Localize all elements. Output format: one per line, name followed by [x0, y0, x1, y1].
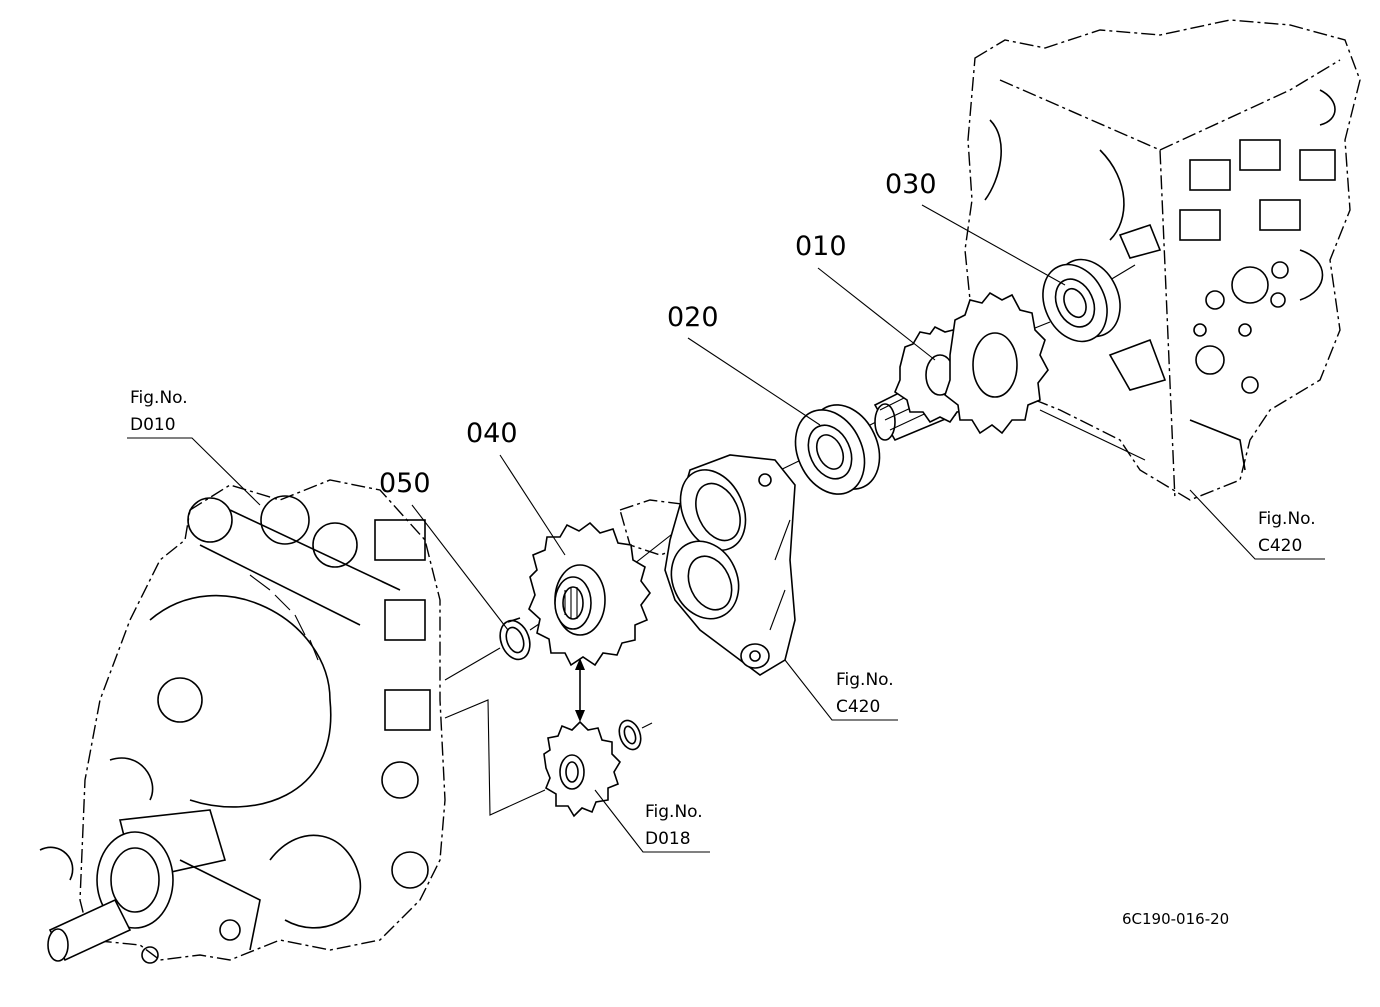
ref-d018-fig: D018	[645, 829, 691, 849]
right-transmission-housing	[964, 19, 1361, 501]
part-label-040: 040	[466, 418, 518, 449]
ref-c420-mid-caption: Fig.No.	[836, 670, 894, 690]
bearing-020	[794, 404, 881, 495]
part-label-030: 030	[885, 169, 937, 200]
ref-d010-fig: D010	[130, 415, 176, 435]
ref-c420-mid-fig: C420	[836, 697, 880, 717]
leader-lines	[127, 204, 1325, 853]
part-label-020: 020	[667, 302, 719, 333]
part-number-labels: 030 010 020 040 050	[379, 169, 937, 499]
ref-c420-right-caption: Fig.No.	[1258, 509, 1316, 529]
ref-d018-caption: Fig.No.	[645, 802, 703, 822]
left-gear-case-housing	[39, 479, 446, 964]
figure-reference-labels: Fig.No. D010 Fig.No. C420 Fig.No. C420 F…	[130, 388, 1316, 849]
snap-ring-050	[499, 617, 531, 661]
bearing-holder-plate	[619, 454, 796, 676]
drawing-code: 6C190-016-20	[1122, 910, 1229, 928]
shaft-gear-010	[873, 291, 1049, 442]
ref-d010-caption: Fig.No.	[130, 388, 188, 408]
part-label-010: 010	[795, 231, 847, 262]
part-label-050: 050	[379, 468, 431, 499]
ref-c420-right-fig: C420	[1258, 536, 1302, 556]
gear-040	[528, 521, 651, 667]
mesh-double-arrow	[575, 658, 585, 722]
bearing-030	[1042, 258, 1121, 343]
idler-gear-d018	[543, 719, 653, 818]
